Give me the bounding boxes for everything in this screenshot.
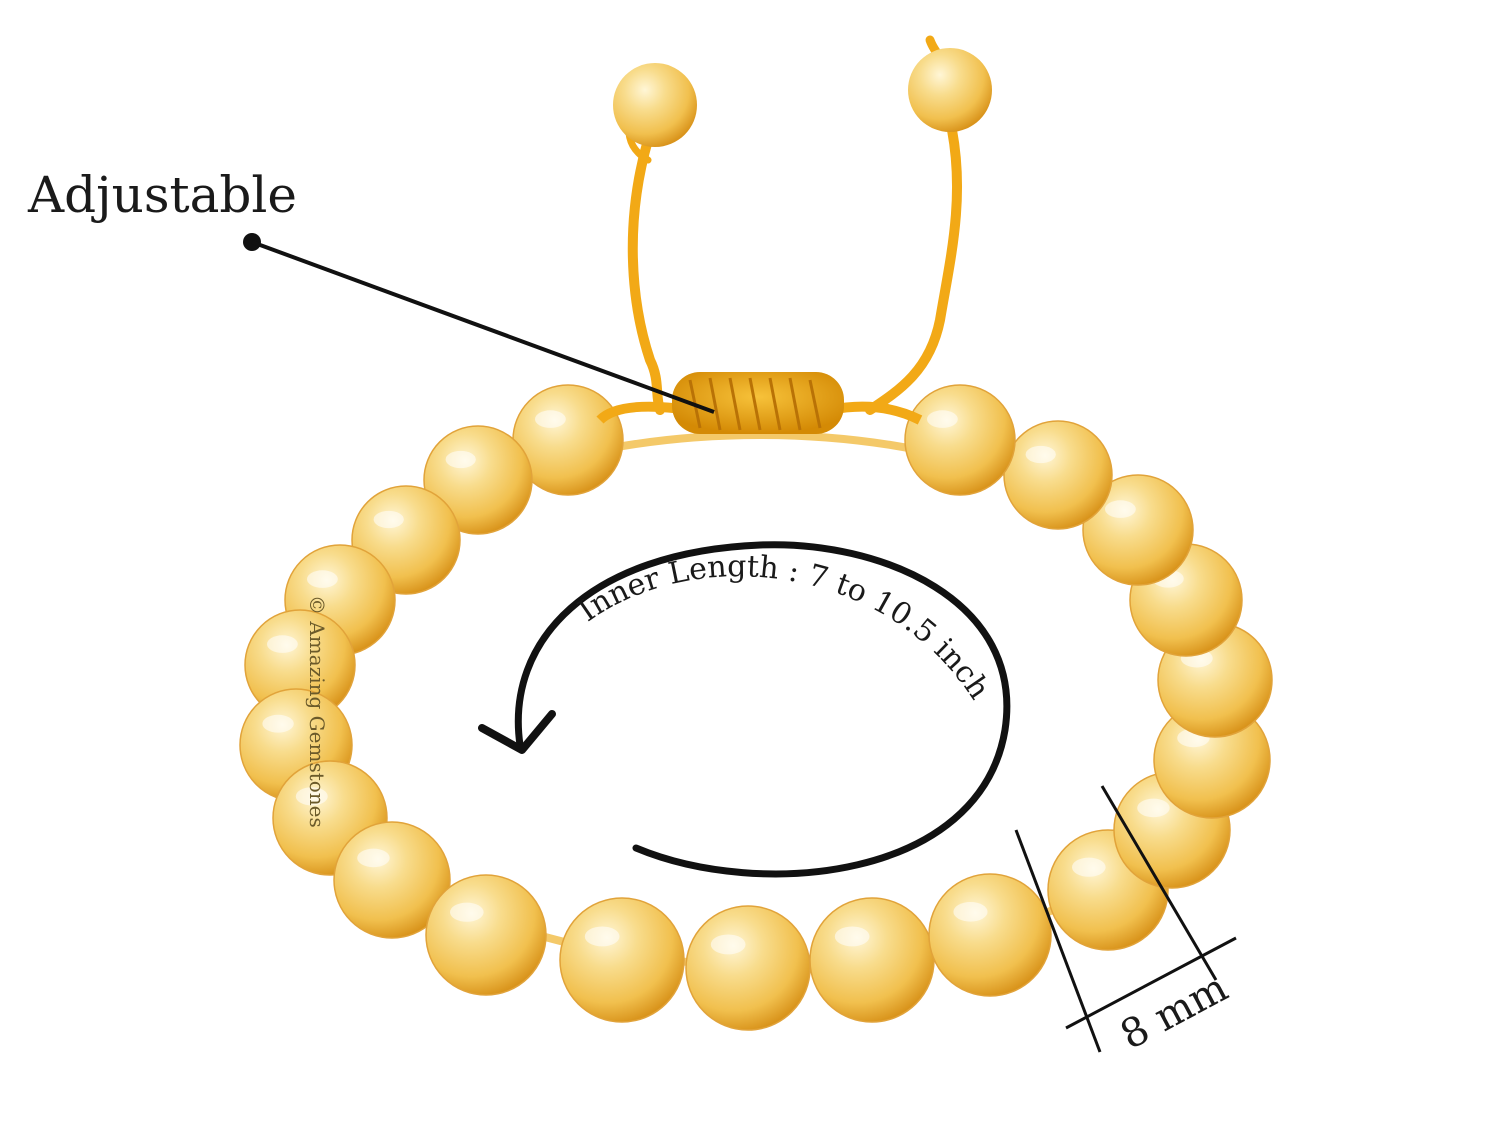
bead (904, 384, 1016, 496)
bead-highlight (445, 450, 476, 469)
bead (809, 897, 935, 1023)
sliding-knot (596, 372, 923, 434)
bead (928, 873, 1052, 997)
bead-highlight (307, 570, 338, 588)
callout-line (251, 240, 715, 414)
bead-highlight (1137, 798, 1170, 818)
adjustable-label: Adjustable (27, 166, 297, 224)
adjustable-callout: Adjustable (27, 166, 715, 414)
bead-size-label: 8 mm (1113, 965, 1235, 1059)
bead-ring (239, 384, 1273, 1031)
bead-highlight (373, 510, 404, 529)
cord-end-bead-right (908, 48, 992, 132)
bead-highlight (295, 787, 328, 806)
bead (559, 897, 685, 1023)
bead-highlight (450, 902, 484, 922)
arrowhead-icon (478, 710, 556, 754)
bead-highlight (262, 714, 294, 733)
bead-highlight (1025, 445, 1056, 464)
bead-highlight (267, 635, 298, 653)
bead-highlight (834, 926, 870, 947)
bead-highlight (1072, 857, 1106, 877)
circular-arrow (514, 541, 1011, 878)
bead-highlight (953, 902, 988, 922)
cord-end-bead-left (613, 63, 697, 147)
bead-highlight (1105, 500, 1136, 518)
bead-highlight (535, 410, 566, 428)
bead-highlight (357, 848, 390, 868)
bead (1003, 420, 1113, 530)
inner-length-label: Inner Length : 7 to 10.5 inch (572, 549, 996, 706)
bead-highlight (584, 926, 620, 947)
bead (425, 874, 547, 996)
inner-length-indicator: Inner Length : 7 to 10.5 inch (478, 541, 1011, 878)
bead-highlight (710, 934, 746, 955)
bead-highlight (927, 410, 958, 428)
bead (685, 905, 811, 1031)
watermark-text: © Amazing Gemstones (305, 595, 329, 828)
